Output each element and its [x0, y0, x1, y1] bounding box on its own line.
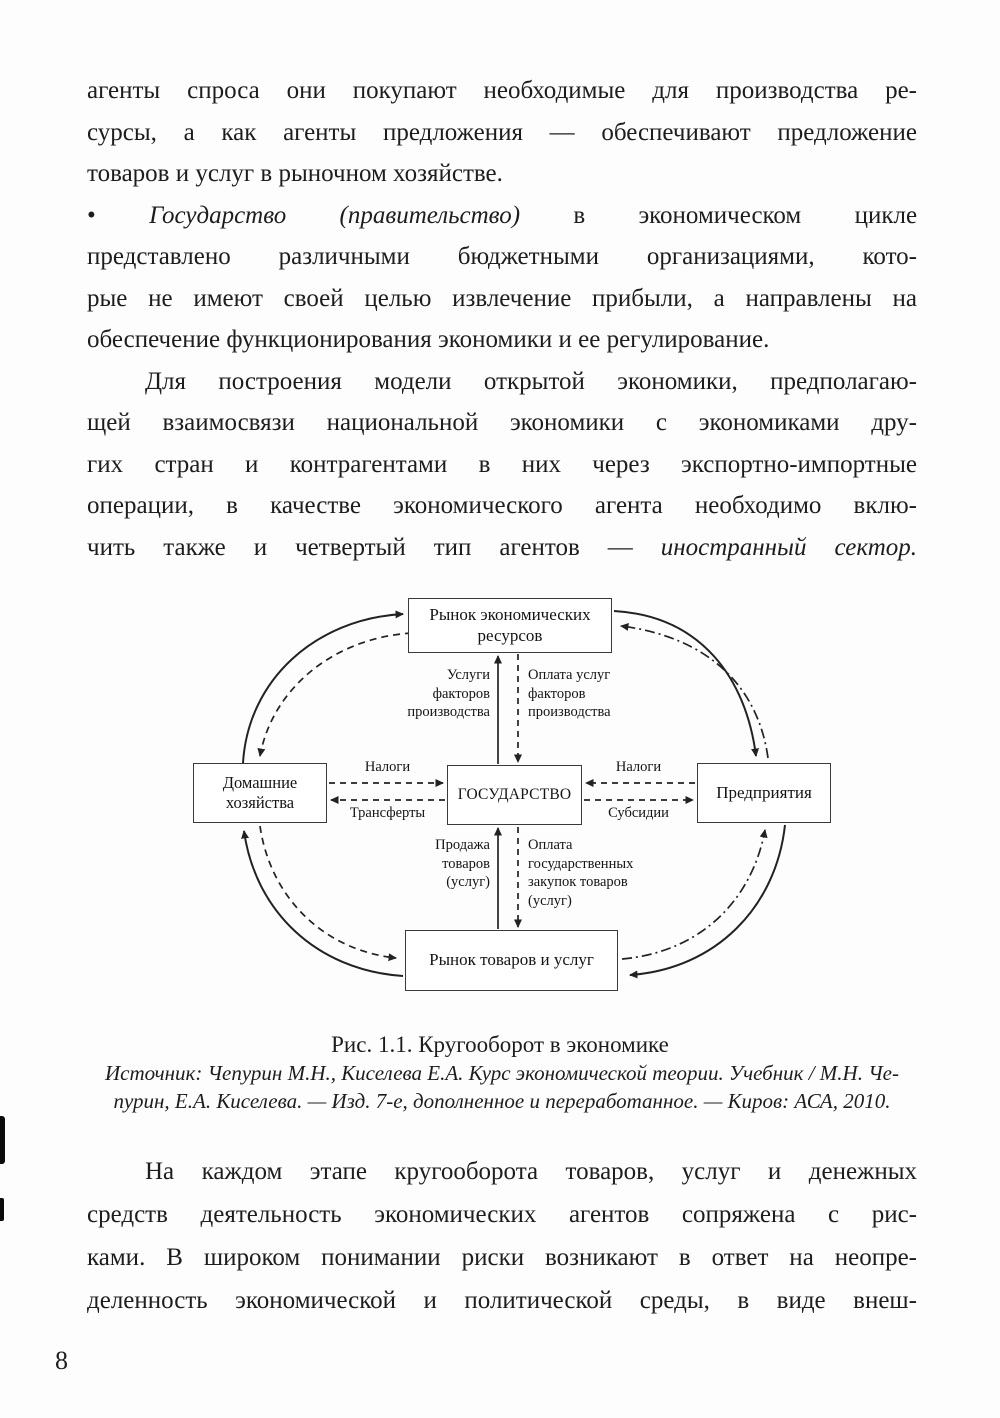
source-line: пурин, Е.А. Киселева. — Изд. 7-е, дополн…: [113, 1088, 891, 1113]
arc-enterprises-to-resource-market-dashdot: [620, 622, 769, 759]
circular-flow-diagram: Рынок экономических ресурсов Домашние хо…: [180, 592, 840, 1002]
label-factor-payment: Оплата услуг факторов производства: [528, 667, 611, 721]
arc-goods-market-to-enterprises-dashdot: [621, 829, 768, 960]
scan-artifact-mark: [0, 1116, 5, 1164]
text-segment: чить также и четвертый тип агентов —: [87, 533, 633, 561]
text-line: агенты спроса они покупают необходимые д…: [87, 77, 917, 104]
box-government: ГОСУДАРСТВО: [447, 765, 582, 825]
text-line: средств деятельность экономических агент…: [87, 1201, 917, 1228]
figure-caption: Рис. 1.1. Кругооборот в экономике: [331, 1032, 669, 1057]
label-goods-sale: Продажа товаров (услуг): [435, 837, 490, 891]
body-text-lower: На каждом этапе кругооборота товаров, ус…: [87, 1150, 917, 1322]
box-resource-market: Рынок экономических ресурсов: [408, 598, 612, 653]
text-line: сурсы, а как агенты предложения — обеспе…: [87, 118, 917, 146]
text-line: щей взаимосвязи национальной экономики с…: [87, 409, 917, 436]
text-line: Для построения модели открытой экономики…: [145, 367, 917, 395]
label-taxes-enterprises: Налоги: [615, 759, 662, 775]
source-line: Источник: Чепурин М.Н., Киселева Е.А. Ку…: [104, 1061, 900, 1085]
arc-goods-market-to-households-solid: [241, 830, 404, 977]
text-line: представлено различными бюджетными орган…: [87, 243, 917, 270]
text-line-bullet: • Государство (правительство) в экономич…: [87, 195, 917, 237]
arc-enterprises-to-goods-market-solid: [629, 824, 786, 979]
text-line: гих стран и контрагентами в них через эк…: [87, 450, 917, 478]
scan-artifact-mark: [0, 1198, 4, 1221]
label-taxes-households: Налоги: [364, 759, 411, 775]
text-word: экономическом: [638, 201, 802, 229]
text-word: цикле: [854, 201, 918, 229]
emphasized-term: иностранный сектор.: [660, 533, 917, 561]
text-line: ками. В широком понимании риски возникаю…: [87, 1244, 917, 1271]
label-gov-purchases-payment: Оплата государственных закупок товаров (…: [528, 837, 634, 909]
arc-resource-market-to-households-dashed: [257, 632, 413, 757]
page-number: 8: [55, 1346, 68, 1375]
box-enterprises: Предприятия: [697, 763, 831, 823]
flow-arrows-svg: [241, 610, 786, 979]
text-line: деленность экономической и политической …: [87, 1287, 917, 1314]
text-line: чить также и четвертый тип агентов — ино…: [87, 527, 917, 569]
arc-resource-market-to-enterprises-solid: [613, 610, 760, 757]
body-text-upper: агенты спроса они покупают необходимые д…: [87, 70, 917, 568]
label-transfers: Трансферты: [349, 805, 426, 821]
arc-households-to-resource-market-solid: [242, 610, 404, 764]
label-subsidies: Субсидии: [608, 805, 669, 821]
box-households: Домашние хозяйства: [193, 763, 327, 823]
bullet-glyph: •: [87, 201, 96, 229]
text-line: товаров и услуг в рыночном хозяйстве.: [87, 160, 503, 187]
text-word: в: [573, 201, 586, 229]
emphasized-term: Государство (правительство): [149, 201, 521, 229]
text-line: рые не имеют своей целью извлечение приб…: [87, 284, 917, 312]
arc-households-to-goods-market-dashed: [259, 825, 397, 962]
box-goods-market: Рынок товаров и услуг: [405, 930, 618, 991]
text-line: На каждом этапе кругооборота товаров, ус…: [145, 1158, 917, 1185]
text-line: обеспечение функционирования экономики и…: [87, 326, 770, 353]
text-line: операции, в качестве экономического аген…: [87, 492, 917, 519]
figure-source: Источник: Чепурин М.Н., Киселева Е.А. Ку…: [78, 1060, 926, 1115]
label-factor-services: Услуги факторов производства: [407, 667, 490, 721]
